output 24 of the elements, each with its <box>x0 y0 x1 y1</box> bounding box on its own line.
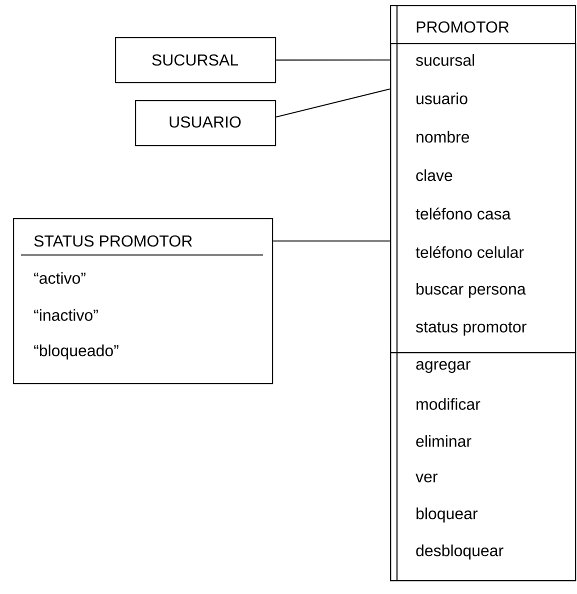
enumeration-value: “inactivo” <box>34 309 98 321</box>
method-label: desbloquear <box>416 544 504 560</box>
attribute-label: status promotor <box>416 322 526 336</box>
attribute-label: usuario <box>416 92 468 104</box>
enumeration-title: STATUS PROMOTOR <box>34 235 192 247</box>
method-label: ver <box>416 474 438 482</box>
enumeration-value: “bloqueado” <box>34 344 118 360</box>
connector-line <box>276 88 390 118</box>
connector-line <box>276 59 390 61</box>
method-label: agregar <box>416 361 470 373</box>
attribute-label: teléfono casa <box>416 208 511 220</box>
attribute-label: clave <box>416 169 452 182</box>
entity-name: USUARIO <box>170 116 241 128</box>
entity-name: SUCURSAL <box>152 54 238 66</box>
enumeration-value: “activo” <box>34 272 86 284</box>
method-label: modificar <box>416 398 480 410</box>
attribute-label: teléfono celular <box>416 246 524 258</box>
method-label: bloquear <box>416 508 478 522</box>
method-label: eliminar <box>416 435 472 447</box>
connector-line <box>273 240 390 242</box>
class-name: PROMOTOR <box>416 21 509 33</box>
attribute-label: nombre <box>416 130 470 143</box>
attribute-label: buscar persona <box>416 282 526 298</box>
attribute-label: sucursal <box>416 54 474 66</box>
